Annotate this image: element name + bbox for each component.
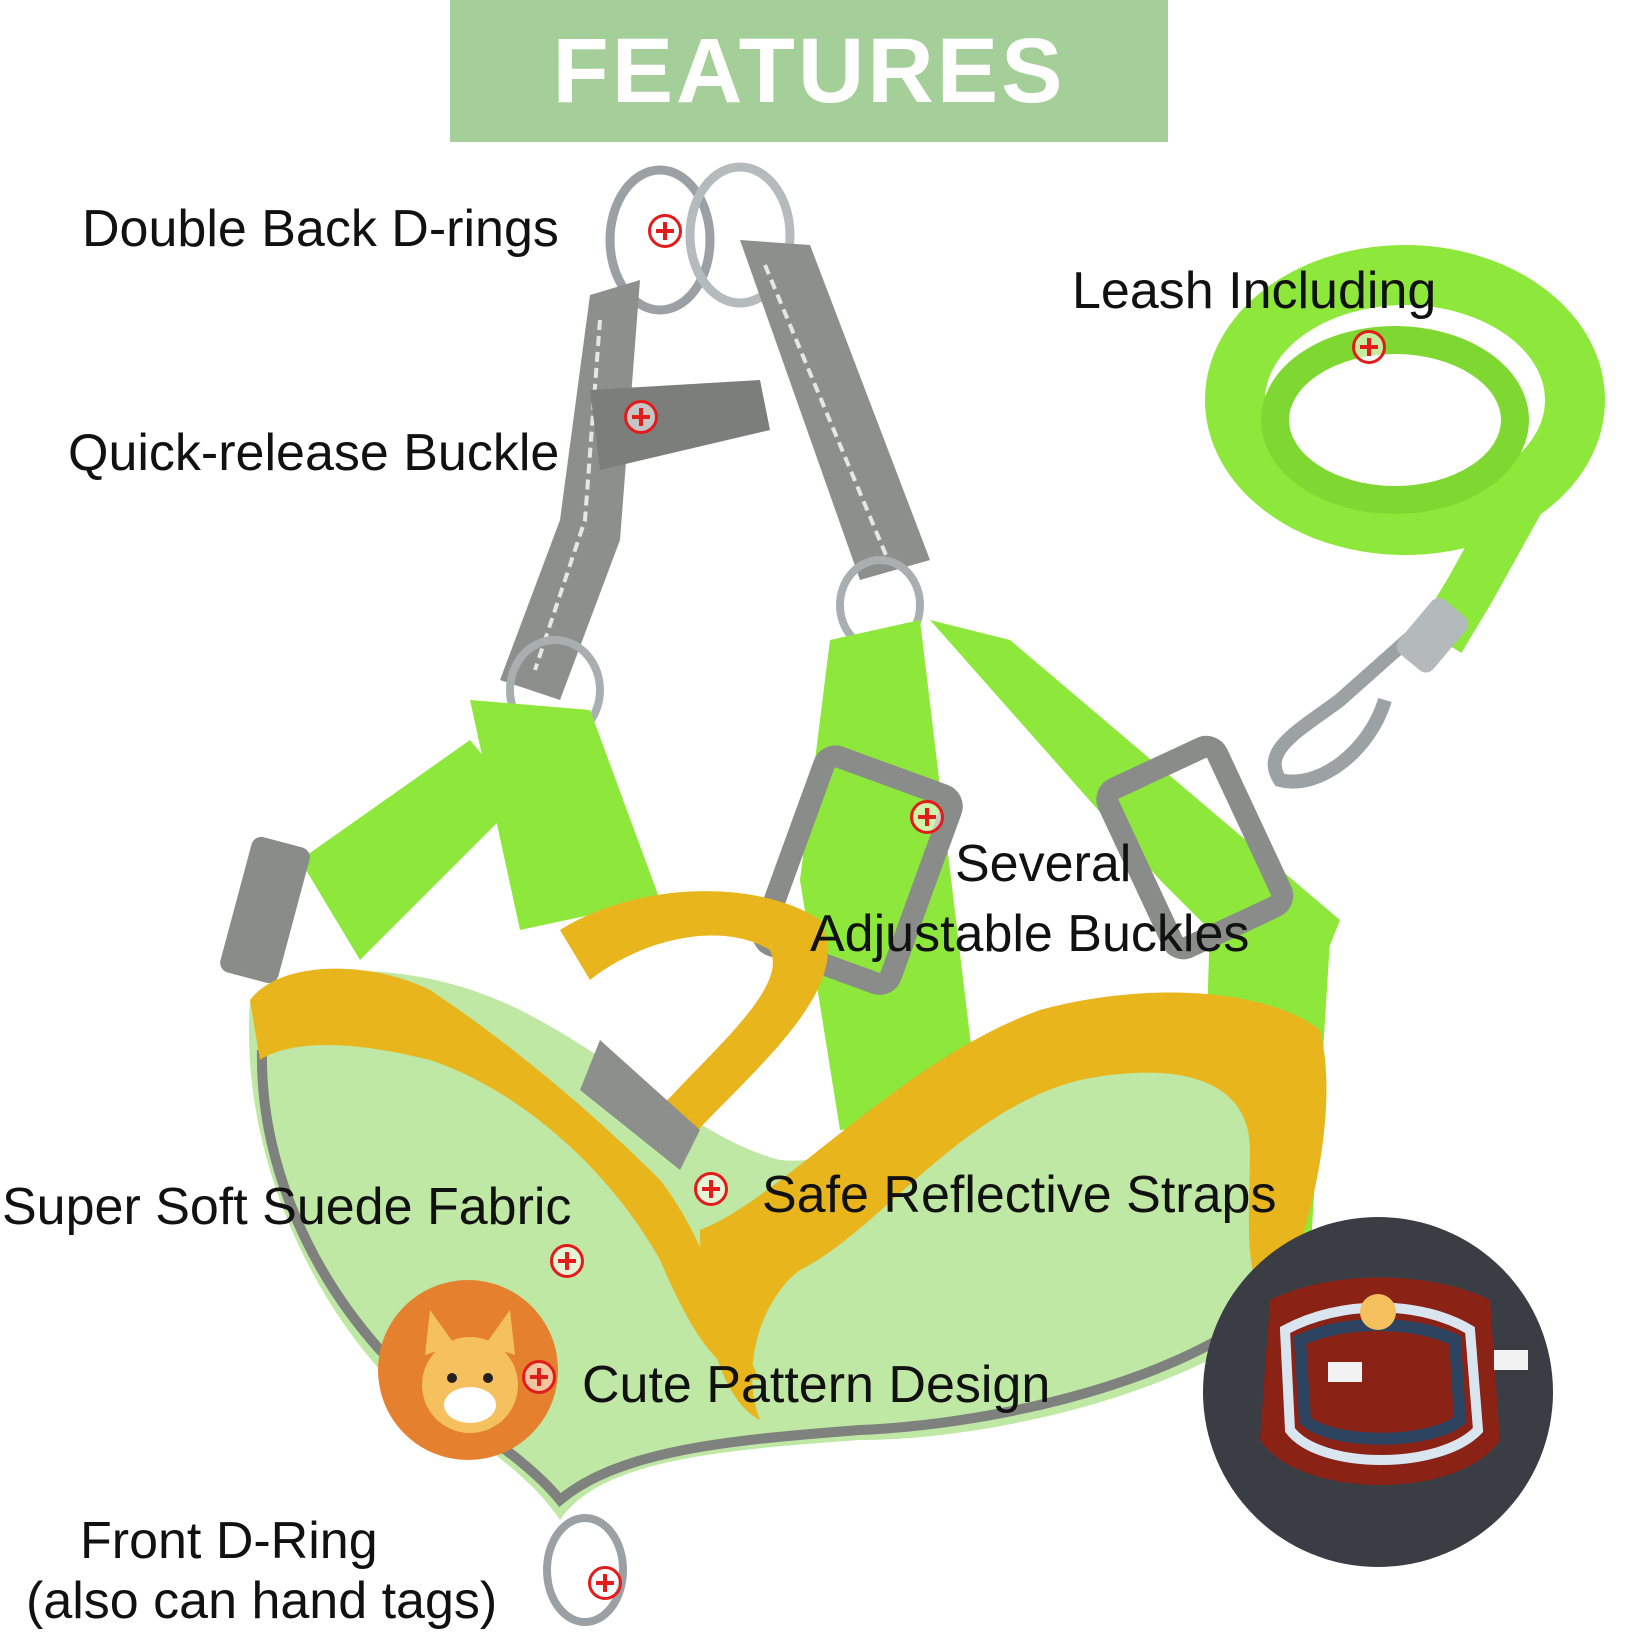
plus-circle-icon <box>522 1360 556 1394</box>
quick-release-buckle-shape <box>590 380 770 470</box>
plus-circle-icon <box>910 800 944 834</box>
leash-coil-outer <box>1205 245 1605 555</box>
front-d-ring <box>543 1514 627 1626</box>
label-suede-fabric: Super Soft Suede Fabric <box>2 1178 572 1236</box>
back-d-ring-right <box>685 162 795 308</box>
demo-harness-blue-trim <box>1293 1319 1467 1445</box>
label-adjustable-line1: Several <box>955 835 1132 893</box>
corgi-ear-left <box>425 1310 455 1355</box>
reflective-edge <box>256 1049 1253 1508</box>
corgi-muzzle <box>444 1387 496 1423</box>
back-d-ring-left <box>605 165 715 315</box>
plus-circle-icon <box>588 1566 622 1600</box>
label-reflective-straps: Safe Reflective Straps <box>762 1166 1277 1224</box>
plus-circle-icon <box>648 214 682 248</box>
label-double-back-d-rings: Double Back D-rings <box>82 200 559 258</box>
stitching-right <box>763 264 890 561</box>
slider-buckle-left <box>220 836 310 984</box>
label-front-ring-line1: Front D-Ring <box>80 1512 378 1570</box>
slider-buckle-right <box>1096 735 1294 960</box>
green-strap-side-left <box>300 740 520 960</box>
corgi-eye-left <box>447 1373 457 1383</box>
reflective-strap-right <box>740 240 930 580</box>
leash-swivel <box>1396 598 1469 673</box>
yellow-trim-right <box>700 992 1327 1420</box>
green-strap-left <box>470 700 660 930</box>
demo-buckle-right <box>1494 1350 1528 1370</box>
stitching-left <box>533 319 602 671</box>
banner-title: FEATURES <box>552 19 1066 122</box>
label-adjustable-line2: Adjustable Buckles <box>810 905 1250 963</box>
reflective-strap-left <box>500 280 640 700</box>
label-leash-including: Leash Including <box>1072 262 1437 320</box>
label-quick-release-buckle: Quick-release Buckle <box>68 424 560 482</box>
label-pattern-design: Cute Pattern Design <box>582 1356 1051 1414</box>
plus-circle-icon <box>694 1172 728 1206</box>
plus-circle-icon <box>624 400 658 434</box>
plus-circle-icon <box>1352 330 1386 364</box>
corgi-ear-right <box>485 1310 515 1355</box>
demo-buckle-left <box>1328 1362 1362 1382</box>
green-strap-center <box>800 620 980 1130</box>
reflective-chest-strap <box>580 1040 700 1170</box>
demo-corgi-badge <box>1360 1294 1396 1330</box>
plus-circle-icon <box>550 1244 584 1278</box>
corgi-eye-right <box>483 1373 493 1383</box>
leash-coil-inner <box>1261 326 1529 514</box>
label-front-ring-line2: (also can hand tags) <box>26 1572 498 1630</box>
yellow-trim-left <box>250 968 760 1380</box>
demo-harness-trim <box>1279 1302 1484 1465</box>
yellow-trim-center-loop <box>560 891 828 1150</box>
features-banner: FEATURES <box>450 0 1168 142</box>
leash-clip <box>1267 614 1435 789</box>
